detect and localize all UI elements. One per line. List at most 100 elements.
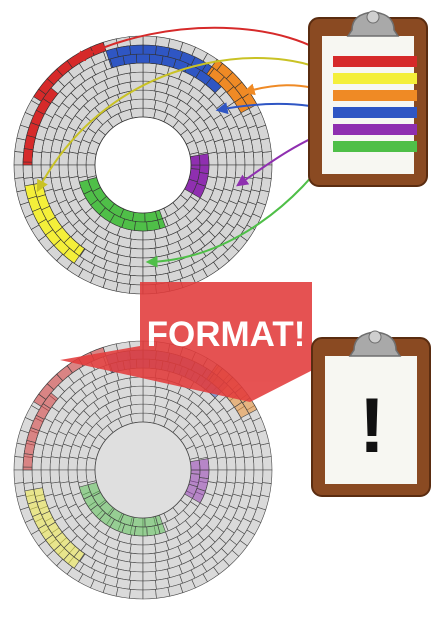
file-entry-red: [333, 56, 417, 67]
file-segment-green: [157, 218, 166, 230]
file-segment-blue: [135, 53, 151, 64]
sector-cell: [262, 456, 273, 471]
sector-cell: [67, 469, 79, 484]
sector-cell: [225, 151, 237, 166]
sector-cell: [234, 164, 246, 179]
sector-cell: [262, 164, 273, 179]
sector-cell: [142, 229, 157, 241]
sector-cell: [262, 469, 273, 484]
sector-cell: [142, 89, 157, 101]
sector-cell: [129, 71, 144, 83]
disk-icon: [13, 35, 273, 295]
file-segment-purple: [190, 164, 201, 170]
sector-cell: [252, 456, 264, 471]
file-segment-green: [157, 523, 166, 535]
sector-cell: [216, 151, 228, 166]
clipboard-icon: [308, 10, 428, 187]
sector-cell: [155, 587, 171, 599]
sector-cell: [129, 534, 144, 546]
sector-cell: [76, 164, 88, 179]
sector-cell: [260, 137, 272, 153]
file-segment-purple: [199, 164, 210, 174]
spindle-hole: [94, 116, 192, 214]
sector-cell: [14, 482, 26, 498]
sector-cell: [243, 469, 255, 484]
sector-cell: [76, 151, 88, 166]
sector-cell: [129, 229, 144, 241]
sector-cell: [129, 98, 144, 110]
sector-cell: [40, 151, 52, 166]
file-segment-yellow: [63, 247, 80, 264]
sector-cell: [13, 469, 24, 484]
file-segment-yellow: [63, 552, 80, 569]
clipboard-alert-icon: !: [311, 330, 431, 497]
file-segment-purple: [189, 154, 201, 166]
file-segment-green: [134, 221, 148, 232]
sector-cell: [142, 238, 157, 250]
sector-cell: [129, 579, 144, 591]
sector-cell: [76, 469, 88, 484]
sector-cell: [58, 164, 70, 179]
sector-cell: [13, 164, 24, 179]
sector-cell: [225, 456, 237, 471]
sector-cell: [142, 570, 157, 582]
sector-cell: [142, 35, 157, 46]
file-entry-purple: [333, 124, 417, 135]
sector-cell: [115, 282, 131, 294]
sector-cell: [216, 456, 228, 471]
sector-cell: [142, 403, 157, 415]
sector-cell: [129, 570, 144, 582]
file-entry-orange: [333, 90, 417, 101]
sector-cell: [129, 403, 144, 415]
sector-cell: [129, 394, 144, 406]
file-segment-red: [22, 453, 34, 468]
format-banner: FORMAT!: [60, 282, 352, 402]
sector-cell: [129, 589, 144, 600]
file-segment-green: [132, 516, 146, 528]
sector-cell: [142, 98, 157, 110]
sector-cell: [207, 456, 219, 471]
sector-cell: [225, 164, 237, 179]
sector-cell: [216, 469, 228, 484]
file-segment-purple: [190, 469, 201, 475]
file-entry-green: [333, 141, 417, 152]
sector-cell: [216, 164, 228, 179]
file-segment-purple: [198, 458, 210, 471]
sector-cell: [129, 385, 144, 397]
sector-cell: [40, 469, 52, 484]
sector-cell: [115, 587, 131, 599]
sector-cell: [31, 164, 43, 179]
sector-cell: [31, 469, 43, 484]
sector-cell: [234, 456, 246, 471]
sector-cell: [129, 62, 144, 74]
file-segment-blue: [129, 44, 144, 56]
spindle-hole: [94, 421, 192, 519]
sector-cell: [142, 534, 157, 546]
file-segment-blue: [115, 45, 131, 58]
file-segment-blue: [105, 47, 119, 60]
alert-symbol: !: [359, 381, 385, 469]
sector-cell: [142, 579, 157, 591]
file-segment-blue: [148, 53, 164, 66]
sector-cell: [142, 62, 157, 74]
file-segment-red: [22, 161, 33, 166]
sector-cell: [260, 442, 272, 458]
file-segment-red: [22, 466, 33, 471]
sector-cell: [207, 164, 219, 179]
sector-cell: [142, 247, 157, 259]
file-segment-blue: [122, 53, 138, 66]
sector-cell: [142, 265, 157, 277]
sector-cell: [129, 552, 144, 564]
sector-cell: [142, 394, 157, 406]
file-segment-purple: [189, 459, 201, 471]
sector-cell: [207, 151, 219, 166]
sector-cell: [243, 456, 255, 471]
sector-cell: [243, 151, 255, 166]
sector-cell: [252, 469, 264, 484]
sector-cell: [234, 469, 246, 484]
file-segment-red: [22, 148, 34, 163]
sector-cell: [234, 151, 246, 166]
sector-cell: [40, 456, 52, 471]
sector-cell: [129, 543, 144, 555]
file-segment-purple: [199, 469, 210, 479]
